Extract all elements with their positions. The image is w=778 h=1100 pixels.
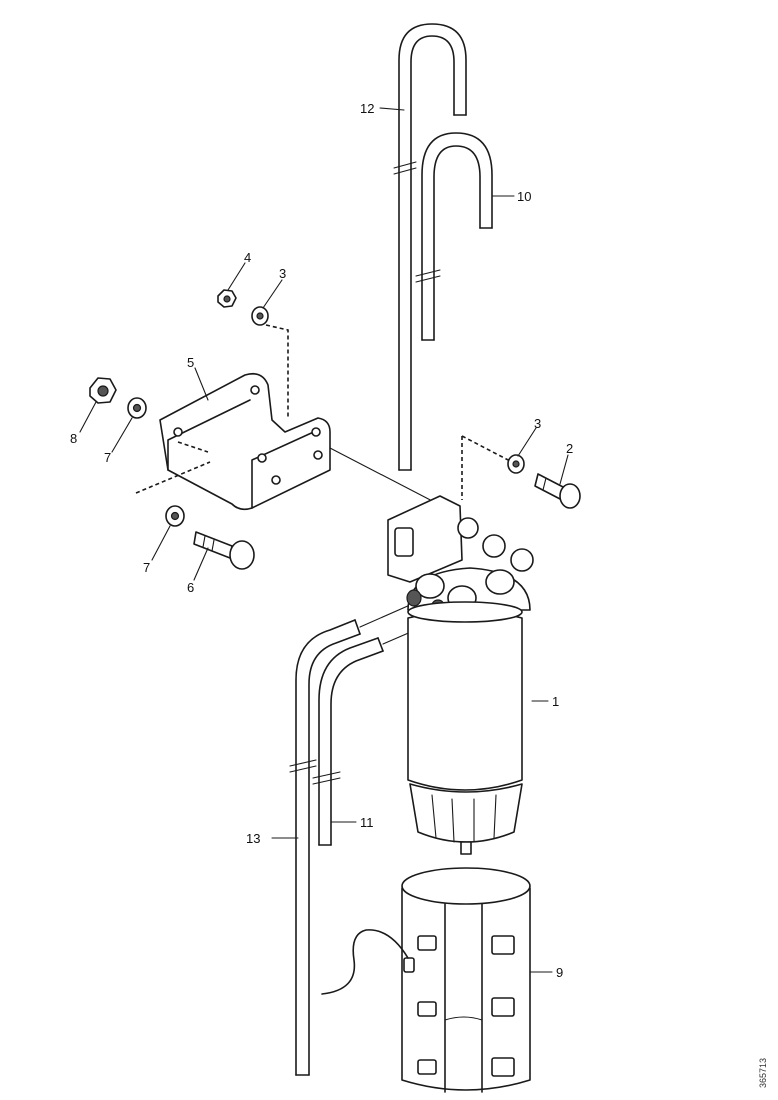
pipe-10 (415, 132, 493, 341)
mounting-bracket-5 (159, 372, 331, 511)
fuel-filter-1 (387, 495, 534, 855)
assembly-guide-lines (135, 324, 513, 506)
washer-7-lower (165, 505, 185, 527)
nut-8 (89, 377, 117, 404)
callout-5: 5 (187, 355, 194, 370)
bolt-2 (534, 473, 581, 509)
pipe-12 (393, 23, 467, 471)
bolt-6 (193, 531, 255, 570)
callout-8: 8 (70, 431, 77, 446)
washer-7-upper (127, 397, 147, 419)
callout-9: 9 (556, 965, 563, 980)
callout-11: 11 (360, 815, 374, 830)
callout-4: 4 (244, 250, 251, 265)
callout-13: 13 (246, 831, 260, 846)
callout-7-lower: 7 (143, 560, 150, 575)
washer-3-lower (507, 454, 525, 474)
washer-3-upper (251, 306, 269, 326)
callout-1: 1 (552, 694, 559, 709)
pipe-13 (289, 604, 411, 1076)
callout-3-upper: 3 (279, 266, 286, 281)
heating-jacket-9 (321, 867, 531, 1093)
nut-4 (217, 289, 237, 308)
callout-10: 10 (517, 189, 531, 204)
callout-12: 12 (360, 101, 374, 116)
callout-2: 2 (566, 441, 573, 456)
pipe-11 (312, 627, 421, 846)
callout-3-lower: 3 (534, 416, 541, 431)
callout-6: 6 (187, 580, 194, 595)
callout-7-upper: 7 (104, 450, 111, 465)
drawing-number: 365713 (758, 1058, 768, 1088)
leader-lines (79, 107, 569, 973)
